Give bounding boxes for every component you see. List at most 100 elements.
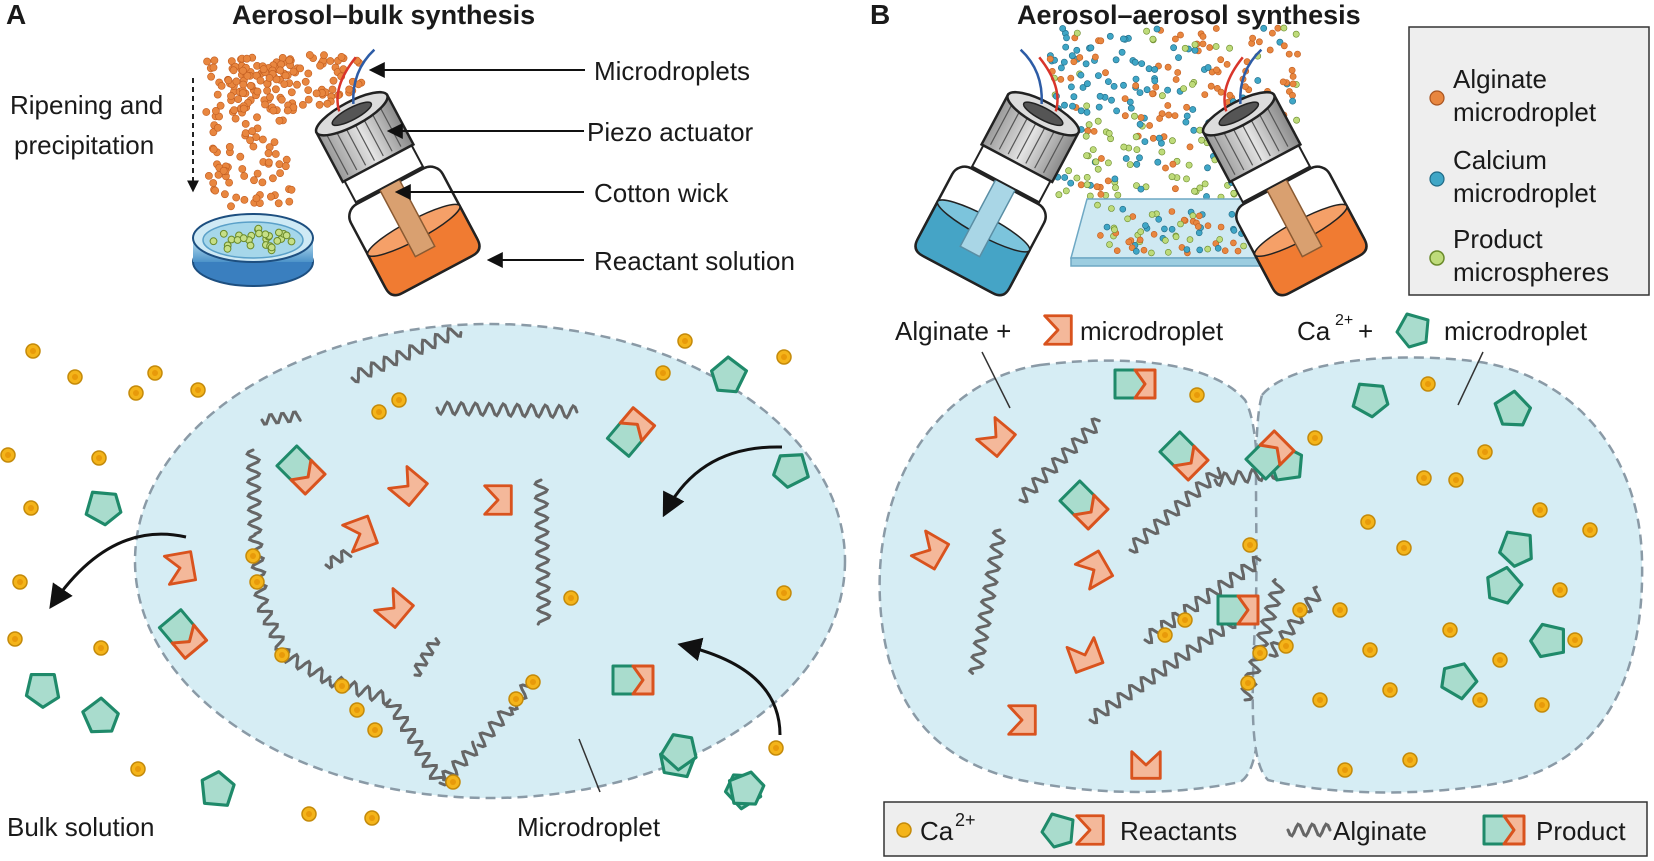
orange-microdroplet [241,120,250,128]
calcium-ion-core [96,455,102,461]
left-droplet-pointer [981,351,1011,409]
calcium-ion-core [781,354,787,360]
calcium-ion-core [98,645,104,651]
product-icon [1216,594,1260,626]
teal-reactant-icon [81,696,120,734]
product-icon [1158,430,1210,482]
deposited-droplet [1155,216,1162,223]
orange-microdroplet [207,72,215,81]
aerosol-droplet [1083,173,1091,181]
wick-callout: Cotton wick [594,178,729,208]
alginate-chain [476,708,515,749]
aerosol-droplet [1059,25,1067,32]
aerosol-droplet [1226,91,1234,99]
microdroplets-callout: Microdroplets [594,56,750,86]
vial-b-alginate [1201,48,1368,297]
product-microsphere [287,237,296,246]
orange-microdroplet [285,56,294,65]
aerosol-droplet [1280,42,1288,50]
orange-microdroplet [277,95,286,104]
orange-microdroplet [240,172,249,180]
orange-microdroplet [252,133,260,141]
orange-microdroplet [232,77,241,86]
teal-reactant-icon [659,733,698,772]
legend-blue-dot [1429,171,1445,187]
aerosol-droplet [1104,177,1112,185]
aerosol-droplet [1196,184,1204,192]
alginate-chain [245,448,263,536]
deposited-droplet [1161,225,1168,233]
orange-microdroplet [252,194,261,203]
deposited-droplet [1214,245,1222,252]
alginate-chain [1018,417,1101,504]
deposited-droplet [1177,220,1184,228]
deposited-droplet [1204,245,1211,253]
alginate-chain [1128,466,1223,554]
aerosol-droplet [1172,35,1179,43]
orange-microdroplet [204,171,213,180]
product-icon [611,664,655,696]
aerosol-droplet [1280,24,1288,32]
aerosol-droplet [1274,24,1282,32]
aerosol-droplet [1120,81,1127,89]
orange-microdroplet [214,170,223,179]
orange-microdroplet [345,85,354,94]
orange-microdroplet [209,145,218,154]
legend-orange-dot [1429,90,1445,106]
aerosol-droplet [1096,92,1104,100]
alginate-chain [385,698,446,782]
aerosol-droplet [1112,56,1120,64]
orange-microdroplet [217,82,226,90]
calcium-ion-core [1421,475,1427,481]
orange-microdroplet [275,160,284,169]
calcium-ion-core [513,696,519,702]
calcium-ion-core [133,390,139,396]
aerosol-droplet [1175,54,1182,61]
alginate-chain [413,637,441,677]
orange-microdroplet [253,87,262,96]
orange-microdroplet [211,186,220,195]
calcium-ion-core [195,387,201,393]
aerosol-droplet [1249,34,1256,42]
aerosol-droplet [1241,83,1249,90]
aerosol-droplet [1189,81,1196,88]
aerosol-droplet [1143,27,1150,35]
orange-microdroplet [243,71,252,80]
product-microsphere [246,241,255,250]
product-microsphere [209,237,218,246]
orange-microdroplet [271,85,280,94]
calcium-ion-core [1537,507,1543,513]
aerosol-droplet [1159,92,1166,100]
aerosol-droplet [1070,58,1078,66]
aerosol-droplet [1182,118,1190,126]
panel-a-letter: A [6,0,26,30]
orange-microdroplet [320,51,328,60]
deposited-droplet [1165,249,1172,256]
aerosol-droplet [1191,46,1199,54]
deposited-droplet [1137,228,1144,235]
aerosol-droplet [1149,90,1156,98]
calcium-ion-core [1572,637,1578,643]
deposited-droplet [1183,246,1191,253]
deposited-droplet [1119,205,1127,213]
orange-microdroplet [227,92,235,100]
aerosol-droplet [1207,82,1215,90]
aerosol-droplet [1067,179,1075,187]
orange-reactant-icon [373,587,415,629]
alginate-chain [533,478,552,626]
aerosol-droplet [1212,25,1220,32]
alginate-chain [350,327,463,384]
aerosol-droplet [1068,52,1076,60]
aerosol-droplet [1127,104,1135,112]
aerosol-droplet [1199,33,1207,40]
orange-microdroplet [268,174,277,183]
orange-microdroplet [305,51,314,59]
aerosol-droplet [1149,35,1157,43]
aerosol-droplet [1073,46,1081,54]
orange-microdroplet [258,178,267,187]
orange-microdroplet [276,66,285,75]
calcium-ion-core [1317,697,1323,703]
aerosol-droplet [1138,60,1146,67]
bulk-solution-label: Bulk solution [7,812,154,842]
aerosol-droplet [1181,44,1189,52]
